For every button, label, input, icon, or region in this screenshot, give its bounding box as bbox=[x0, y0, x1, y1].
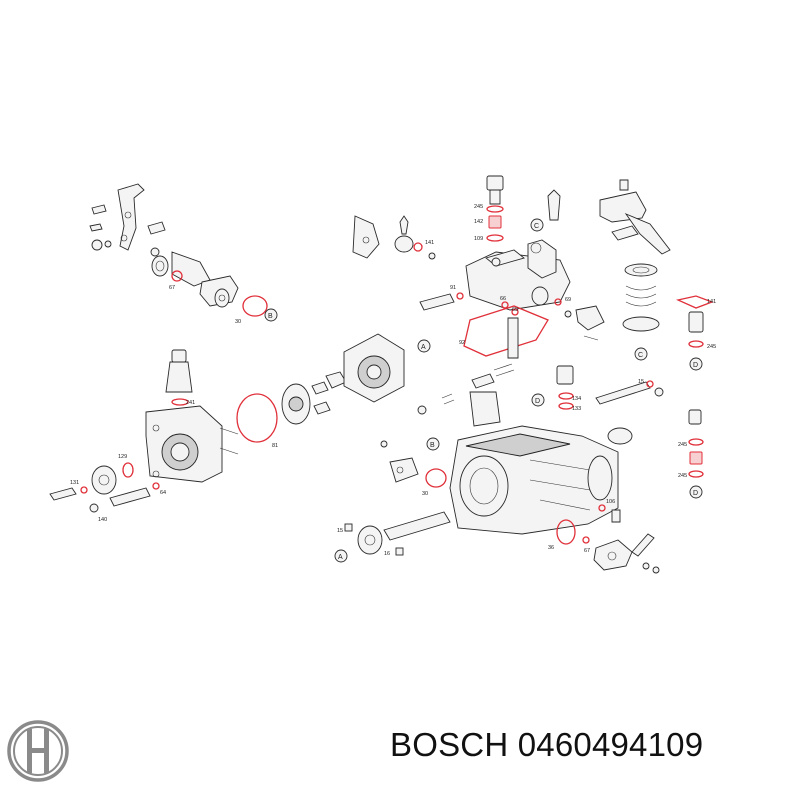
part-label-140: 140 bbox=[98, 517, 107, 523]
part-label-106: 106 bbox=[606, 499, 615, 505]
cover-assembly: 141 C 245 142 109 91 69 92 66 bbox=[352, 175, 605, 377]
part-label-66: 66 bbox=[500, 296, 506, 302]
brand-name: BOSCH bbox=[390, 726, 509, 763]
callout-A-top bbox=[417, 339, 431, 353]
spring-column: C 141 245 D 245 245 D bbox=[599, 179, 716, 499]
part-label-245-r2: 245 bbox=[678, 442, 687, 448]
part-label-16: 16 bbox=[384, 551, 390, 557]
callout-D-right bbox=[689, 357, 703, 371]
part-label-81: 81 bbox=[272, 443, 278, 449]
part-label-67: 67 bbox=[169, 285, 175, 291]
part-label-129: 129 bbox=[118, 454, 127, 460]
part-label-69: 69 bbox=[565, 297, 571, 303]
part-label-15: 15 bbox=[337, 528, 343, 534]
part-label-133: 133 bbox=[572, 406, 581, 412]
part-label-245: 245 bbox=[474, 204, 483, 210]
part-label-109: 15 bbox=[638, 379, 644, 385]
part-label-67-top: 141 bbox=[425, 240, 434, 246]
callout-D-lower-label: D bbox=[693, 490, 698, 497]
part-label-131: 131 bbox=[70, 480, 79, 486]
brand-caption: BOSCH 0460494109 bbox=[390, 726, 703, 764]
part-label-91: 91 bbox=[450, 285, 456, 291]
callout-A-lower-label: A bbox=[338, 554, 343, 561]
callout-D-center-label: D bbox=[535, 398, 540, 405]
callout-C-label: C bbox=[534, 223, 539, 230]
bosch-logo bbox=[7, 720, 69, 782]
callout-A-lower bbox=[334, 549, 348, 563]
callout-B-label: B bbox=[268, 313, 273, 320]
part-label-241: 241 bbox=[186, 400, 195, 406]
part-label-36: 36 bbox=[548, 545, 554, 551]
part-label-92: 92 bbox=[459, 340, 465, 346]
callout-D-center bbox=[531, 393, 545, 407]
callout-A-label: A bbox=[421, 344, 426, 351]
part-label-245-r3: 245 bbox=[678, 473, 687, 479]
callout-D-lower bbox=[689, 485, 703, 499]
part-label-142: 142 bbox=[474, 219, 483, 225]
callout-C-right bbox=[634, 347, 648, 361]
callout-C-top bbox=[530, 218, 544, 232]
part-number: 0460494109 bbox=[517, 726, 704, 763]
part-label-64: 64 bbox=[160, 490, 166, 496]
part-label-245-r: 245 bbox=[707, 344, 716, 350]
part-label-245-b: 109 bbox=[474, 236, 483, 242]
callout-B-top bbox=[264, 308, 278, 322]
part-label-67-lower: 67 bbox=[584, 548, 590, 554]
lever-assembly: 67 30 B bbox=[89, 183, 278, 325]
callout-B-center-label: B bbox=[430, 442, 435, 449]
callout-D-right-label: D bbox=[693, 362, 698, 369]
distributor-assembly: 241 129 131 64 140 81 bbox=[49, 333, 405, 523]
part-label-30-center: 30 bbox=[422, 491, 428, 497]
part-label-141: 141 bbox=[707, 299, 716, 305]
part-label-65: 65 bbox=[512, 307, 518, 313]
callout-C-right-label: C bbox=[638, 352, 643, 359]
pump-housing: 134 133 15 D B 30 36 67 106 bbox=[334, 365, 664, 574]
part-label-30: 30 bbox=[235, 319, 241, 325]
callout-B-center bbox=[426, 437, 440, 451]
part-label-134: 134 bbox=[572, 396, 581, 402]
